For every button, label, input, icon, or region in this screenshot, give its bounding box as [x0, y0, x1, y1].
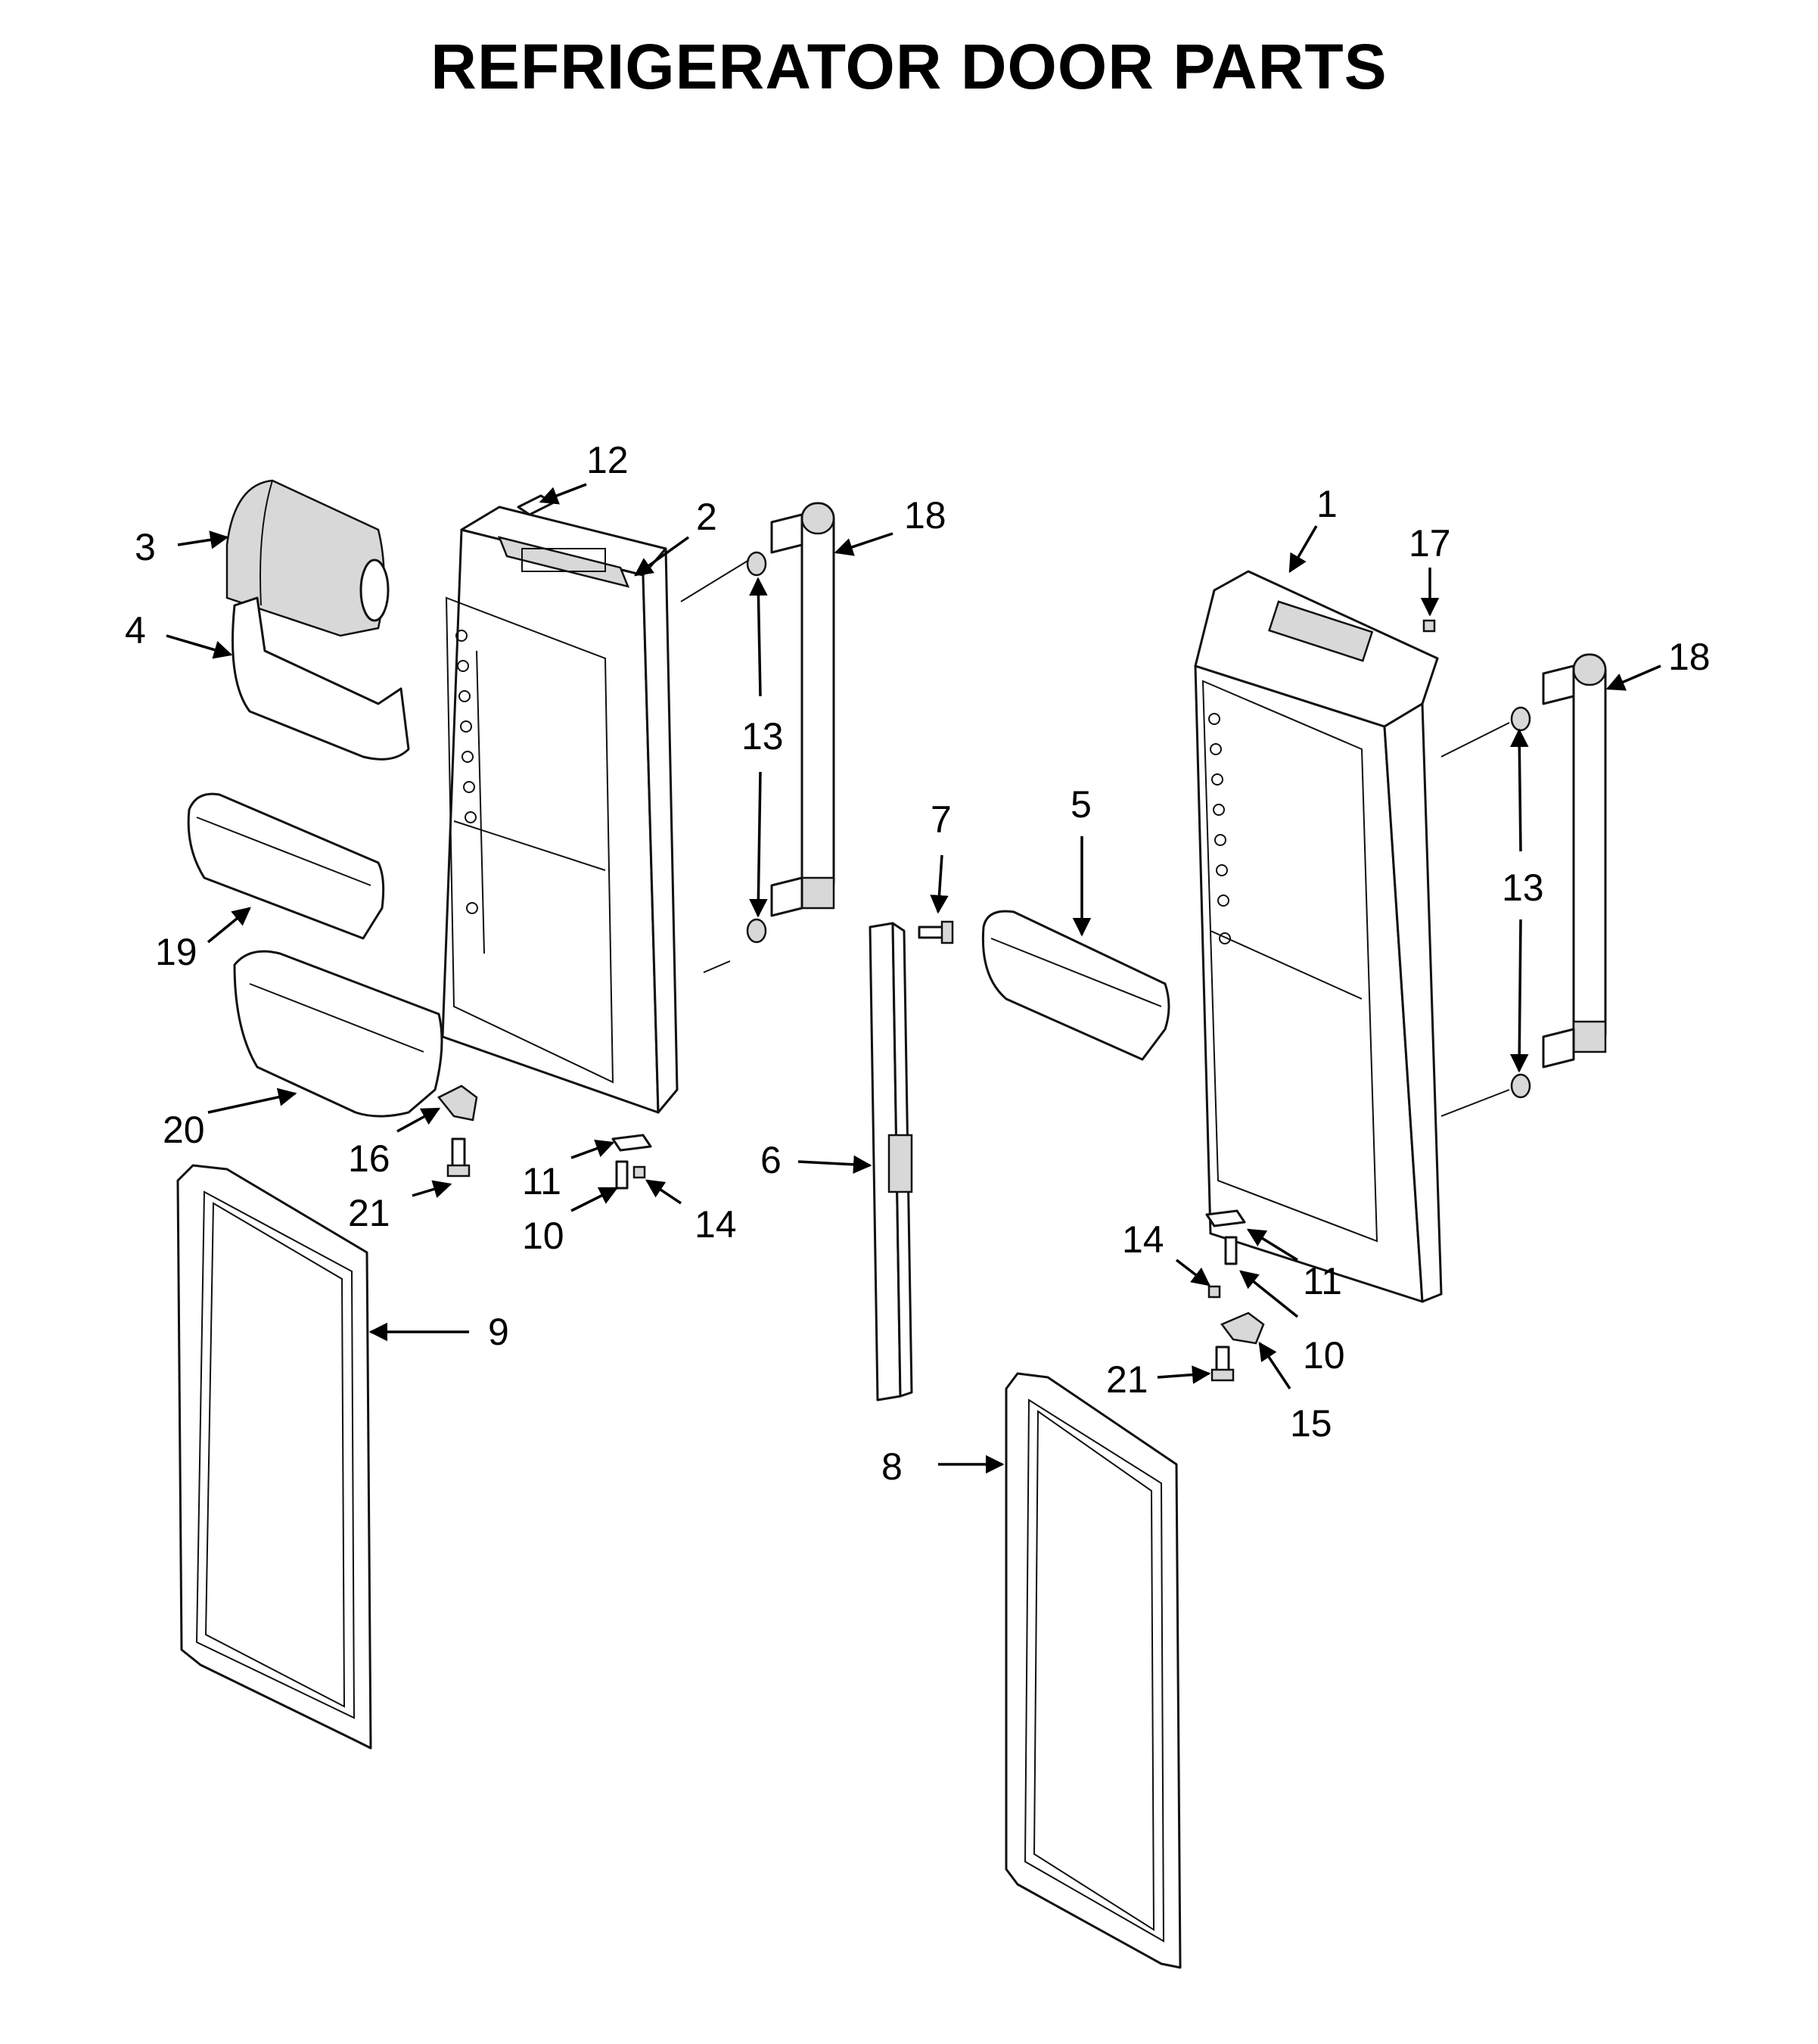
- callout-10-left: 10: [522, 1215, 564, 1257]
- callout-19: 19: [155, 931, 197, 973]
- callout-6: 6: [760, 1139, 782, 1181]
- left-door-liner: [441, 506, 679, 1114]
- page-title: REFRIGERATOR DOOR PARTS: [430, 31, 1388, 102]
- callout-7: 7: [931, 798, 952, 841]
- callout-2: 2: [696, 496, 717, 538]
- callout-17: 17: [1409, 522, 1451, 565]
- callout-21-right: 21: [1106, 1358, 1148, 1401]
- callout-5: 5: [1071, 783, 1092, 826]
- part-11-10-14-right: [1205, 1209, 1246, 1299]
- part-16-hinge: [437, 1084, 478, 1122]
- part-3-dairy-cover: [225, 479, 390, 637]
- part-21-screw-right: [1210, 1346, 1235, 1382]
- part-8-gasket-right: [1005, 1372, 1182, 1969]
- part-11-10-14-left: [611, 1134, 652, 1190]
- callout-13-right: 13: [1502, 866, 1544, 909]
- part-9-gasket-left: [176, 1164, 372, 1750]
- callout-4: 4: [125, 609, 146, 652]
- part-20-bin: [233, 950, 443, 1118]
- callout-11-left: 11: [522, 1160, 561, 1202]
- callout-3: 3: [135, 526, 156, 568]
- callout-9: 9: [488, 1311, 509, 1353]
- part-4-bin: [232, 596, 410, 761]
- part-13-screw-left-top: [746, 551, 767, 577]
- part-13-screw-right-bottom: [1510, 1073, 1531, 1099]
- callout-labels: 12 3 2 18 4 13 19 20 16 21 11 10 14 9 7 …: [125, 439, 1711, 1488]
- callout-8: 8: [881, 1445, 903, 1488]
- part-13-screw-right-top: [1510, 706, 1531, 732]
- callout-11-right: 11: [1303, 1260, 1342, 1302]
- callout-18-left: 18: [904, 494, 946, 537]
- right-door-liner: [1194, 570, 1443, 1303]
- callout-16: 16: [348, 1137, 390, 1180]
- part-6-mullion: [869, 922, 913, 1402]
- part-18-handle-right: [1542, 653, 1607, 1069]
- callout-1: 1: [1316, 483, 1338, 525]
- callout-14-left: 14: [695, 1203, 737, 1246]
- part-17-screw: [1422, 619, 1436, 633]
- part-21-screw-left: [446, 1137, 471, 1178]
- part-15-hinge: [1220, 1311, 1265, 1345]
- part-18-handle-left: [770, 502, 835, 917]
- callout-12: 12: [586, 439, 629, 481]
- callout-10-right: 10: [1303, 1334, 1345, 1377]
- callout-13-left: 13: [741, 715, 784, 758]
- leader-lines: [166, 483, 1661, 1474]
- part-13-screw-left-bottom: [746, 918, 767, 944]
- callout-15: 15: [1290, 1402, 1332, 1445]
- part-19-bin: [187, 792, 385, 940]
- callout-14-right: 14: [1122, 1218, 1164, 1261]
- callout-21-left: 21: [348, 1192, 390, 1234]
- callout-18-right: 18: [1668, 636, 1711, 678]
- callout-20: 20: [163, 1109, 205, 1151]
- part-7-screw: [918, 920, 954, 944]
- part-5-bin: [981, 910, 1170, 1061]
